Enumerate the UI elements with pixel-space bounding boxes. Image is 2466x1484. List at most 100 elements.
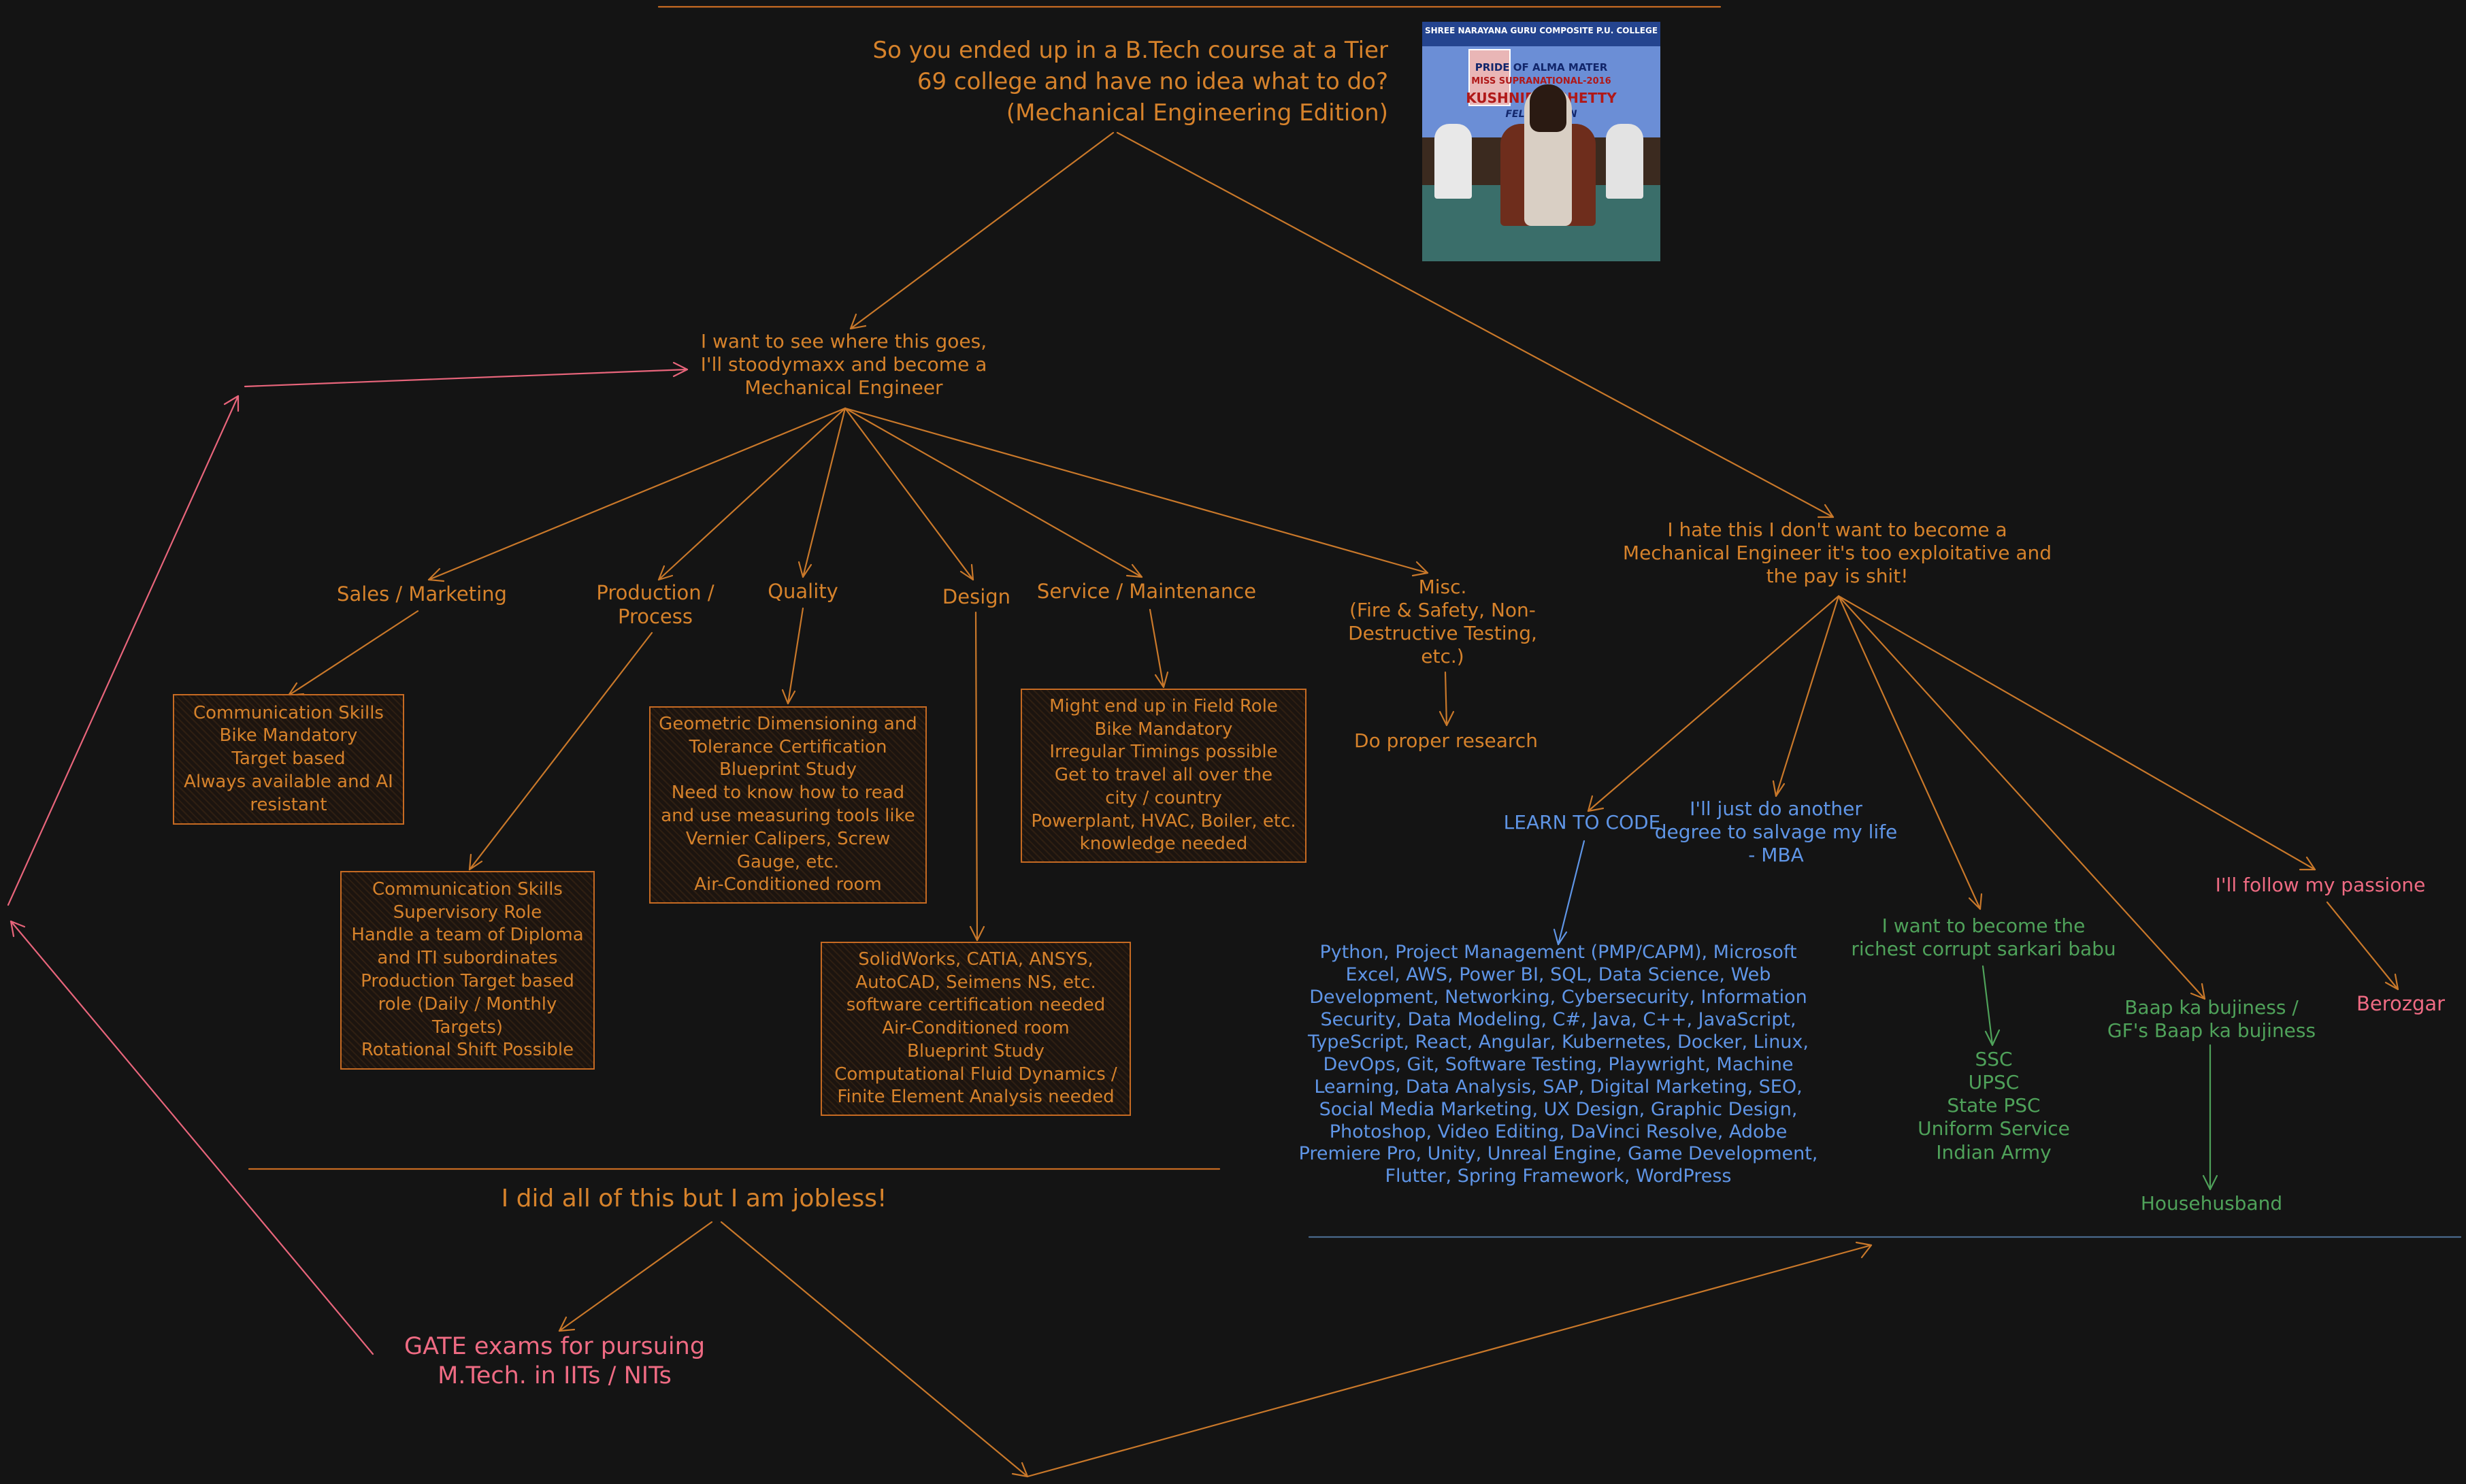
- stoodymaxx-line-3: Mechanical Engineer: [744, 376, 943, 399]
- service-box-line-5: city / country: [1105, 787, 1222, 808]
- skills-list: Python, Project Management (PMP/CAPM), M…: [1293, 942, 1824, 1188]
- hate-line-2: Mechanical Engineer it's too exploitativ…: [1622, 542, 2052, 565]
- production-box: Communication Skills Supervisory Role Ha…: [340, 871, 595, 1070]
- design-box-line-3: software certification needed: [846, 995, 1106, 1016]
- blue-arrows: [1553, 840, 1585, 946]
- sales-box-line-5: resistant: [250, 794, 327, 815]
- arrow-up-to-stoodymaxx: [244, 368, 689, 388]
- learn-to-code-node: LEARN TO CODE: [1503, 811, 1661, 834]
- production-line-2: Process: [617, 605, 693, 629]
- arrow-to-misc: [844, 407, 1429, 574]
- photo-banner-header: [1422, 22, 1660, 46]
- branch-quality: Quality: [768, 580, 838, 603]
- branch-sales: Sales / Marketing: [337, 582, 507, 606]
- service-box-line-3: Irregular Timings possible: [1049, 742, 1278, 763]
- pink-loop-arrows: [7, 361, 689, 1355]
- production-box-line-5: Production Target based: [361, 971, 574, 991]
- production-box-line-8: Rotational Shift Possible: [361, 1040, 574, 1061]
- design-box: SolidWorks, CATIA, ANSYS, AutoCAD, Seime…: [821, 942, 1131, 1116]
- production-line-1: Production /: [596, 581, 714, 604]
- mba-line-3: - MBA: [1748, 844, 1804, 867]
- skills-line-10: Premiere Pro, Unity, Unreal Engine, Game…: [1298, 1143, 1818, 1165]
- branch-design: Design: [942, 585, 1011, 608]
- babu-line-1: I want to become the: [1881, 914, 2086, 937]
- bijness-node: Baap ka bujiness / GF's Baap ka bujiness: [2082, 996, 2341, 1042]
- gate-line-1: GATE exams for pursuing: [404, 1333, 706, 1360]
- gate-node: GATE exams for pursuing M.Tech. in IITs …: [354, 1332, 755, 1390]
- arrow-design-to-box: [974, 611, 979, 942]
- hate-line-3: the pay is shit!: [1766, 565, 1909, 588]
- gate-line-2: M.Tech. in IITs / NITs: [438, 1362, 672, 1389]
- quality-box-line-7: Gauge, etc.: [736, 851, 840, 872]
- service-box-line-7: knowledge needed: [1079, 834, 1248, 855]
- arrow-passione-to-berozgar: [2326, 901, 2399, 991]
- arrow-title-to-hate: [1116, 131, 1835, 518]
- stoodymaxx-line-1: I want to see where this goes,: [700, 330, 987, 352]
- arrow-misc-to-research: [1444, 671, 1448, 727]
- branch-misc: Misc. (Fire & Safety, Non- Destructive T…: [1334, 576, 1551, 669]
- sales-box: Communication Skills Bike Mandatory Targ…: [173, 694, 404, 825]
- title-line-1: So you ended up in a B.Tech course at a …: [872, 37, 1388, 64]
- hate-node: I hate this I don't want to become a Mec…: [1620, 518, 2055, 588]
- service-box-line-4: Get to travel all over the: [1054, 765, 1273, 786]
- misc-line-1: Misc.: [1418, 576, 1467, 598]
- quality-box-line-2: Tolerance Certification: [689, 736, 887, 757]
- arrow-left-up: [7, 395, 240, 906]
- quality-box-line-5: and use measuring tools like: [661, 806, 915, 826]
- arrow-hate-to-mba: [1775, 595, 1840, 797]
- bijness-line-1: Baap ka bujiness /: [2124, 996, 2299, 1019]
- sales-box-line-3: Target based: [231, 748, 346, 770]
- babu-line-2: richest corrupt sarkari babu: [1851, 938, 2116, 961]
- arrow-title-to-stoodymaxx: [849, 131, 1115, 330]
- production-box-line-1: Communication Skills: [372, 878, 563, 900]
- arrow-gate-to-left: [10, 920, 374, 1355]
- arrow-to-production: [657, 407, 846, 581]
- arrow-to-design: [844, 407, 974, 581]
- exam-state-psc: State PSC: [1947, 1094, 2041, 1117]
- exam-indian-army: Indian Army: [1936, 1140, 2052, 1164]
- title-line-2: 69 college and have no idea what to do?: [917, 67, 1388, 95]
- arrow-jobless-down: [720, 1221, 1029, 1478]
- babu-node: I want to become the richest corrupt sar…: [1830, 914, 2137, 961]
- banner-text-1: SHREE NARAYANA GURU COMPOSITE P.U. COLLE…: [1424, 26, 1658, 35]
- househusband-node: Househusband: [2140, 1192, 2283, 1215]
- arrow-hate-to-learn: [1587, 595, 1840, 812]
- skills-line-5: TypeScript, React, Angular, Kubernetes, …: [1308, 1031, 1809, 1053]
- photo-poster: [1468, 49, 1511, 106]
- arrow-service-to-box: [1149, 608, 1165, 689]
- service-box: Might end up in Field Role Bike Mandator…: [1021, 689, 1306, 863]
- quality-box-line-4: Need to know how to read: [671, 782, 905, 804]
- arrow-hate-to-babu: [1837, 595, 1982, 910]
- design-box-line-5: Blueprint Study: [907, 1040, 1045, 1061]
- production-box-line-6: role (Daily / Monthly: [378, 993, 557, 1015]
- banner-text-3: MISS SUPRANATIONAL-2016: [1471, 76, 1611, 86]
- arrow-hate-to-passione: [1837, 595, 2316, 871]
- service-box-line-2: Bike Mandatory: [1094, 719, 1233, 740]
- banner-text-2: PRIDE OF ALMA MATER: [1475, 61, 1608, 73]
- page-title: So you ended up in a B.Tech course at a …: [789, 35, 1388, 129]
- arrow-to-service: [844, 407, 1143, 578]
- exam-ssc: SSC: [1975, 1048, 2013, 1070]
- skills-line-11: Flutter, Spring Framework, WordPress: [1385, 1166, 1732, 1187]
- production-box-line-7: Targets): [431, 1017, 504, 1038]
- skills-line-7: Learning, Data Analysis, SAP, Digital Ma…: [1314, 1076, 1803, 1098]
- arrow-to-sales: [427, 407, 846, 581]
- mba-node: I'll just do another degree to salvage m…: [1647, 797, 1905, 867]
- skills-line-1: Python, Project Management (PMP/CAPM), M…: [1319, 942, 1797, 963]
- bijness-line-2: GF's Baap ka bujiness: [2107, 1019, 2316, 1042]
- skills-line-3: Development, Networking, Cybersecurity, …: [1309, 986, 1807, 1008]
- arrow-learn-to-skills: [1557, 840, 1585, 946]
- quality-box-line-3: Blueprint Study: [719, 759, 857, 780]
- sales-box-line-4: Always available and AI: [184, 771, 393, 792]
- exam-uniform-service: Uniform Service: [1918, 1117, 2070, 1140]
- quality-box-line-6: Vernier Calipers, Screw: [685, 828, 891, 849]
- design-box-line-4: Air-Conditioned room: [882, 1018, 1070, 1039]
- branch-production: Production / Process: [570, 581, 740, 629]
- mba-line-2: degree to salvage my life: [1654, 821, 1898, 844]
- design-box-line-2: AutoCAD, Seimens NS, etc.: [855, 972, 1096, 993]
- arrow-production-to-box: [468, 631, 653, 871]
- production-box-line-3: Handle a team of Diploma: [351, 925, 584, 946]
- jobless-node: I did all of this but I am jobless!: [501, 1185, 887, 1213]
- quality-box-line-1: Geometric Dimensioning and: [659, 713, 917, 734]
